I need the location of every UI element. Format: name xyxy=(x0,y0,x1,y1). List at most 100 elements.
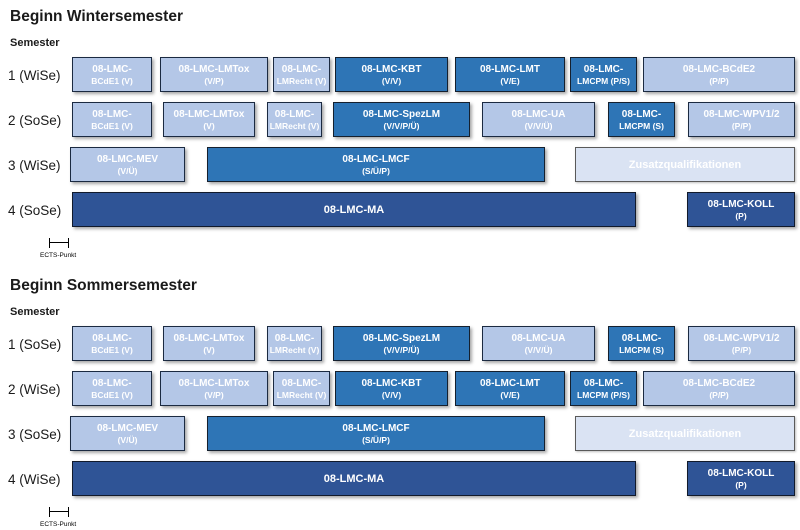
module-format: (V/E) xyxy=(500,389,520,400)
module-code: 08-LMC- xyxy=(621,108,662,120)
semester-row-1: 1 (SoSe)08-LMC-BCdE1 (V)08-LMC-LMTox(V)0… xyxy=(0,326,800,364)
module-box: 08-LMC-MEV(V/Ü) xyxy=(70,416,185,451)
module-box: 08-LMC-MEV(V/Ü) xyxy=(70,147,185,182)
module-format: BCdE1 (V) xyxy=(91,120,133,131)
semester-axis-label: Semester xyxy=(10,306,60,318)
section-title: Beginn Wintersemester xyxy=(10,8,183,25)
module-code: 08-LMC- xyxy=(621,332,662,344)
module-box: 08-LMC-LMCPM (S) xyxy=(608,326,675,361)
module-code: 08-LMC-UA xyxy=(511,108,566,120)
module-code: 08-LMC-KOLL xyxy=(707,198,775,210)
ects-scale: ECTS-Punkt xyxy=(0,506,800,530)
module-code: 08-LMC- xyxy=(92,108,132,120)
semester-row-2: 2 (SoSe)08-LMC-BCdE1 (V)08-LMC-LMTox(V)0… xyxy=(0,102,800,140)
module-format: (V/P) xyxy=(204,75,224,86)
module-box: 08-LMC-KOLL(P) xyxy=(687,192,795,227)
module-format: (P) xyxy=(735,210,747,221)
module-code: 08-LMC-LMTox xyxy=(178,63,250,75)
module-code: 08-LMC-LMT xyxy=(480,63,540,75)
section-title: Beginn Sommersemester xyxy=(10,277,197,294)
semester-row-4: 4 (SoSe) 08-LMC-MA 08-LMC-KOLL(P) xyxy=(0,192,800,230)
semester-row-label: 2 (WiSe) xyxy=(8,382,61,397)
semester-row-3: 3 (WiSe) 08-LMC-MEV(V/Ü) 08-LMC-LMCF(S/Ü/P… xyxy=(0,147,800,185)
semester-row-3: 3 (SoSe) 08-LMC-MEV(V/Ü) 08-LMC-LMCF(S/Ü/P… xyxy=(0,416,800,454)
module-box: 08-LMC-BCdE1 (V) xyxy=(72,57,152,92)
module-format: (V/V/P/Ü) xyxy=(383,344,420,355)
module-code: 08-LMC-WPV1/2 xyxy=(703,332,780,344)
module-code: 08-LMC-LMTox xyxy=(173,108,245,120)
module-format: (V/E) xyxy=(500,75,520,86)
module-format: (P/P) xyxy=(709,75,729,86)
module-code: 08-LMC-LMTox xyxy=(178,377,250,389)
module-format: (V/Ü) xyxy=(117,165,138,176)
semester-row-label: 3 (SoSe) xyxy=(8,427,62,442)
module-code: 08-LMC-LMCF xyxy=(342,422,410,434)
module-format: (S/Ü/P) xyxy=(362,165,390,176)
module-format: LMCPM (S) xyxy=(619,344,664,355)
semester-row-1: 1 (WiSe)08-LMC-BCdE1 (V)08-LMC-LMTox(V/P… xyxy=(0,57,800,95)
module-format: (P/P) xyxy=(709,389,729,400)
module-box: 08-LMC-MA xyxy=(72,461,636,496)
module-box: 08-LMC-UA(V/V/Ü) xyxy=(482,326,595,361)
module-box: 08-LMC-LMCPM (P/S) xyxy=(570,57,637,92)
module-format: LMRecht (V) xyxy=(276,75,327,86)
semester-row-label: 3 (WiSe) xyxy=(8,158,61,173)
semester-row-label: 2 (SoSe) xyxy=(8,113,62,128)
semester-row-label: 4 (WiSe) xyxy=(8,472,61,487)
module-format: (V/V/P/Ü) xyxy=(383,120,420,131)
module-box: 08-LMC-LMT(V/E) xyxy=(455,371,565,406)
module-format: (V/V) xyxy=(381,75,402,86)
module-code: 08-LMC- xyxy=(274,332,315,344)
module-format: LMCPM (S) xyxy=(619,120,664,131)
module-box: 08-LMC-BCdE2(P/P) xyxy=(643,371,795,406)
module-code: 08-LMC-MEV xyxy=(96,153,159,165)
module-format: (V/P) xyxy=(204,389,224,400)
module-format: (V/V) xyxy=(381,389,402,400)
module-box: 08-LMC-LMRecht (V) xyxy=(273,371,330,406)
module-format: (V/V/Ü) xyxy=(524,120,553,131)
module-code: 08-LMC- xyxy=(281,377,322,389)
module-code: 08-LMC-MA xyxy=(323,203,385,216)
module-box: 08-LMC-LMCPM (S) xyxy=(608,102,675,137)
module-box: 08-LMC-WPV1/2(P/P) xyxy=(688,102,795,137)
module-code: 08-LMC-LMCF xyxy=(342,153,410,165)
module-box: 08-LMC-LMTox(V) xyxy=(163,102,255,137)
module-box: 08-LMC-BCdE1 (V) xyxy=(72,102,152,137)
module-format: (V/V/Ü) xyxy=(524,344,553,355)
module-box: 08-LMC-LMTox(V/P) xyxy=(160,371,268,406)
module-code: 08-LMC-SpezLM xyxy=(362,108,441,120)
module-box: 08-LMC-KBT(V/V) xyxy=(335,57,448,92)
module-format: (S/Ü/P) xyxy=(362,434,390,445)
module-format: (P/P) xyxy=(731,120,752,131)
module-format: (P) xyxy=(735,479,747,490)
ects-scale-icon xyxy=(49,507,69,517)
ects-scale: ECTS-Punkt xyxy=(0,237,800,261)
module-box: Zusatzqualifikationen xyxy=(575,416,795,451)
module-box: 08-LMC-BCdE2(P/P) xyxy=(643,57,795,92)
module-box: 08-LMC-LMCF(S/Ü/P) xyxy=(207,416,545,451)
semester-axis-label: Semester xyxy=(10,37,60,49)
semester-row-label: 1 (SoSe) xyxy=(8,337,62,352)
module-format: LMCPM (P/S) xyxy=(577,389,630,400)
ects-label: ECTS-Punkt xyxy=(40,252,77,259)
module-code: 08-LMC- xyxy=(274,108,315,120)
module-code: Zusatzqualifikationen xyxy=(628,158,742,171)
module-box: 08-LMC-BCdE1 (V) xyxy=(72,326,152,361)
ects-scale-icon xyxy=(49,238,69,248)
module-code: 08-LMC-WPV1/2 xyxy=(703,108,780,120)
module-box: 08-LMC-UA(V/V/Ü) xyxy=(482,102,595,137)
module-box: 08-LMC-MA xyxy=(72,192,636,227)
semester-row-2: 2 (WiSe)08-LMC-BCdE1 (V)08-LMC-LMTox(V/P… xyxy=(0,371,800,409)
module-code: 08-LMC- xyxy=(583,63,624,75)
module-code: 08-LMC- xyxy=(92,63,132,75)
module-code: 08-LMC-MA xyxy=(323,472,385,485)
module-code: 08-LMC-KOLL xyxy=(707,467,775,479)
module-code: 08-LMC-KBT xyxy=(361,377,422,389)
module-box: 08-LMC-LMRecht (V) xyxy=(267,102,322,137)
module-format: LMCPM (P/S) xyxy=(577,75,630,86)
semester-row-label: 4 (SoSe) xyxy=(8,203,62,218)
module-format: (V) xyxy=(203,120,215,131)
module-code: 08-LMC-LMT xyxy=(480,377,540,389)
